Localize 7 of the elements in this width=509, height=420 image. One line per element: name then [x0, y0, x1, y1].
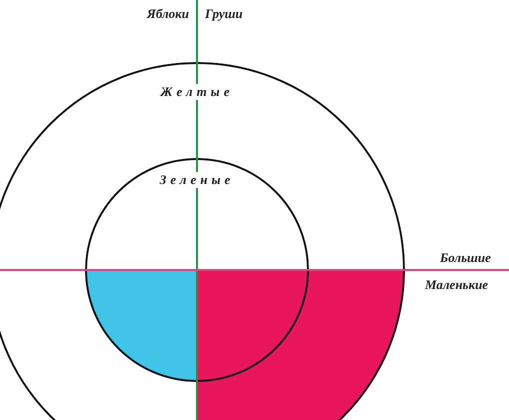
circle: [85, 158, 309, 382]
shaded-sector: [197, 270, 405, 420]
axis-label: Маленькие: [425, 277, 488, 293]
axis-label: Яблоки: [146, 6, 189, 22]
axis-label: Большие: [440, 250, 491, 266]
axis-label: Груши: [205, 6, 243, 22]
shaded-sector: [85, 270, 197, 382]
